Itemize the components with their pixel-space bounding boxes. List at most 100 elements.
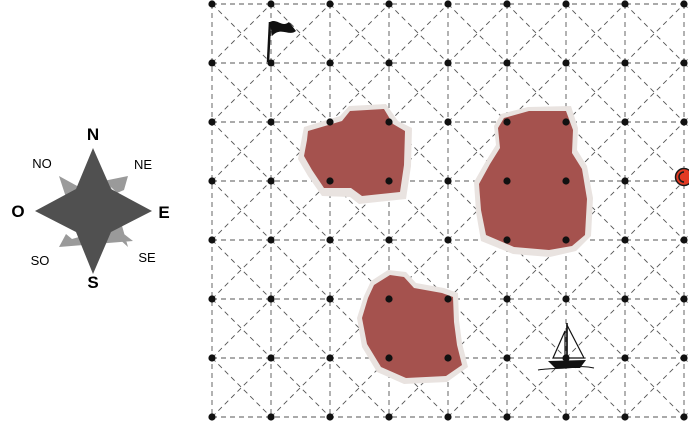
grid-node[interactable]	[385, 177, 393, 185]
grid-node[interactable]	[208, 0, 216, 8]
grid-node[interactable]	[562, 59, 570, 67]
grid-node[interactable]	[208, 118, 216, 126]
grid-line-diagonal	[447, 239, 508, 300]
grid-node[interactable]	[444, 413, 452, 421]
grid-node[interactable]	[326, 59, 334, 67]
grid-node[interactable]	[208, 59, 216, 67]
grid-line-diagonal	[506, 298, 567, 359]
grid-node[interactable]	[208, 413, 216, 421]
grid-line-diagonal	[270, 239, 331, 300]
grid-node[interactable]	[267, 0, 275, 8]
island-east[interactable]	[474, 106, 593, 257]
sailboat-icon[interactable]	[537, 323, 595, 371]
grid-node[interactable]	[267, 236, 275, 244]
grid-line-diagonal	[329, 239, 390, 300]
grid-node[interactable]	[326, 354, 334, 362]
grid-node[interactable]	[503, 236, 511, 244]
grid-node[interactable]	[621, 236, 629, 244]
grid-node[interactable]	[267, 177, 275, 185]
grid-line-diagonal	[683, 57, 689, 64]
grid-line-diagonal	[624, 62, 685, 123]
grid-node[interactable]	[326, 295, 334, 303]
grid-node[interactable]	[503, 295, 511, 303]
grid-node[interactable]	[621, 118, 629, 126]
grid-node[interactable]	[208, 295, 216, 303]
grid-node[interactable]	[621, 177, 629, 185]
grid-node[interactable]	[326, 118, 334, 126]
grid-node[interactable]	[680, 59, 688, 67]
grid-node[interactable]	[562, 177, 570, 185]
grid-line-diagonal	[388, 62, 449, 123]
grid-node[interactable]	[267, 295, 275, 303]
grid-line-diagonal	[624, 121, 685, 182]
grid-node[interactable]	[385, 354, 393, 362]
compass-label-west: O	[11, 202, 24, 221]
grid-node[interactable]	[444, 177, 452, 185]
grid-node[interactable]	[503, 59, 511, 67]
grid-node[interactable]	[562, 295, 570, 303]
grid-line-diagonal	[270, 62, 331, 123]
grid-node[interactable]	[621, 413, 629, 421]
grid-node[interactable]	[385, 295, 393, 303]
compass-label-northeast: NE	[134, 157, 152, 172]
grid-node[interactable]	[326, 236, 334, 244]
grid-node[interactable]	[503, 413, 511, 421]
grid-line-diagonal	[211, 298, 272, 359]
island-south[interactable]	[357, 270, 468, 384]
grid-node[interactable]	[208, 354, 216, 362]
grid-node[interactable]	[444, 0, 452, 8]
grid-line-diagonal	[683, 357, 689, 364]
grid-node[interactable]	[385, 118, 393, 126]
grid-node[interactable]	[680, 413, 688, 421]
grid-line-diagonal	[565, 357, 626, 418]
grid-node[interactable]	[326, 177, 334, 185]
grid-line-diagonal	[506, 357, 567, 418]
grid-line-diagonal	[329, 3, 390, 64]
grid-node[interactable]	[503, 177, 511, 185]
grid-node[interactable]	[680, 236, 688, 244]
grid-node[interactable]	[562, 0, 570, 8]
grid-node[interactable]	[444, 236, 452, 244]
grid-line-diagonal	[211, 62, 272, 123]
red-token-icon[interactable]	[674, 167, 689, 187]
grid-node[interactable]	[503, 354, 511, 362]
island-northwest[interactable]	[298, 104, 412, 204]
grid-node[interactable]	[680, 0, 688, 8]
flag-icon[interactable]	[266, 21, 296, 63]
grid-node[interactable]	[562, 236, 570, 244]
grid-node[interactable]	[267, 354, 275, 362]
grid-node[interactable]	[385, 0, 393, 8]
compass-label-southeast: SE	[138, 250, 156, 265]
grid-node[interactable]	[680, 354, 688, 362]
grid-node[interactable]	[444, 295, 452, 303]
grid-node[interactable]	[562, 354, 570, 362]
grid-node[interactable]	[562, 118, 570, 126]
grid-line-diagonal	[683, 411, 689, 418]
grid-node[interactable]	[385, 59, 393, 67]
grid-node[interactable]	[562, 413, 570, 421]
grid-line-diagonal	[624, 298, 685, 359]
grid-node[interactable]	[621, 295, 629, 303]
grid-node[interactable]	[326, 413, 334, 421]
grid-node[interactable]	[444, 354, 452, 362]
grid-node[interactable]	[385, 236, 393, 244]
grid-node[interactable]	[444, 59, 452, 67]
grid-node[interactable]	[621, 0, 629, 8]
grid-node[interactable]	[621, 354, 629, 362]
grid-node[interactable]	[267, 118, 275, 126]
grid-node[interactable]	[503, 118, 511, 126]
grid-line-diagonal	[683, 3, 689, 10]
grid-node[interactable]	[444, 118, 452, 126]
grid-node[interactable]	[503, 0, 511, 8]
grid-node[interactable]	[208, 236, 216, 244]
grid-line-diagonal	[211, 121, 272, 182]
grid-node[interactable]	[326, 0, 334, 8]
grid-line-diagonal	[211, 298, 272, 359]
grid-line-diagonal	[329, 180, 390, 241]
grid-node[interactable]	[385, 413, 393, 421]
grid-node[interactable]	[680, 295, 688, 303]
grid-node[interactable]	[621, 59, 629, 67]
grid-node[interactable]	[267, 413, 275, 421]
grid-node[interactable]	[680, 118, 688, 126]
grid-node[interactable]	[208, 177, 216, 185]
